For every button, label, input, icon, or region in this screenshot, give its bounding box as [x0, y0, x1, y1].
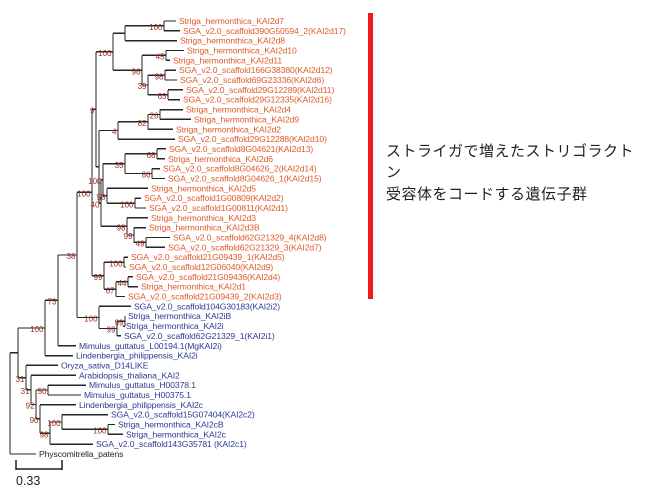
bootstrap-value: 100: [149, 23, 163, 32]
bootstrap-value: 100: [88, 177, 102, 186]
taxon-label: Lindenbergia_philippensis_KAI2c: [79, 400, 204, 410]
bootstrap-value: 82: [138, 119, 147, 128]
bootstrap-value: 73: [48, 298, 57, 307]
bootstrap-value: 40: [91, 200, 100, 209]
taxon-label: Lindenbergia_philippensis_KAI2i: [76, 351, 198, 361]
bootstrap-value: 9: [90, 106, 95, 115]
bootstrap-value: 100: [93, 427, 107, 436]
taxon-label: SGA_v2.0_scaffold21G09436(KAI2d4): [136, 272, 280, 282]
bootstrap-value: 92: [26, 402, 35, 411]
annotation-line-2: 受容体をコードする遺伝子群: [386, 185, 588, 203]
bootstrap-value: 100: [77, 190, 91, 199]
bootstrap-value: 90: [30, 416, 39, 425]
highlight-bar: [368, 13, 373, 299]
scale-bar-label: 0.33: [16, 474, 40, 488]
taxon-label: Oryza_sativa_D14LIKE: [61, 360, 149, 370]
bootstrap-value: 44: [118, 279, 127, 288]
taxon-label: Arabidopsis_thaliana_KAI2: [79, 370, 180, 380]
taxon-label: SGA_v2.0_scaffold21G09439_1(KAI2d5): [131, 252, 285, 262]
bootstrap-value: 100: [120, 200, 134, 209]
bootstrap-value: 100: [47, 419, 61, 428]
taxon-label: SGA_v2.0_scaffold8G04626_2(KAI2d14): [163, 164, 317, 174]
bootstrap-value: 99: [124, 232, 133, 241]
taxon-label: Striga_hermonthica_KAI2d4: [186, 105, 291, 115]
taxon-label: SGA_v2.0_scaffold62G21329_4(KAI2d8): [173, 233, 327, 243]
taxon-label: Striga_hermonthica_KAI2cB: [118, 419, 224, 429]
bootstrap-value: 50: [38, 387, 47, 396]
taxon-label: SGA_v2.0_scaffold104G30183(KAI2i2): [134, 301, 280, 311]
taxon-label: SGA_v2.0_scaffold1G00809(KAI2d2): [144, 193, 284, 203]
taxon-label: SGA_v2.0_scaffold1G00811(KAI2d1): [149, 203, 288, 213]
taxon-label: Striga_hermonthica_KAI2d2: [176, 124, 281, 134]
bootstrap-value: 35: [115, 161, 124, 170]
bootstrap-value: 96: [132, 67, 141, 76]
bootstrap-value: 99: [115, 318, 124, 327]
taxon-label: SGA_v2.0_scaffold62G21329_3(KAI2d7): [168, 242, 322, 252]
taxon-label: Mimulus_guttatus_H00375.1: [84, 390, 191, 400]
taxon-label: SGA_v2.0_scaffold21G09439_2(KAI2d3): [128, 292, 282, 302]
taxon-label: SGA_v2.0_scaffold143G35781 (KAI2c1): [96, 439, 247, 449]
taxon-label: SGA_v2.0_scaffold62G21329_1(KAI2i1): [124, 331, 275, 341]
bootstrap-value: 63: [158, 92, 167, 101]
taxon-label: SGA_v2.0_scaffold166G38380(KAI2d12): [179, 65, 333, 75]
scale-bar: 0.33: [15, 460, 63, 488]
bootstrap-value: 38: [67, 252, 76, 261]
bootstrap-value: 100: [109, 259, 123, 268]
taxon-label: Striga_hermonthica_KAI2d6: [168, 154, 273, 164]
bootstrap-value: 99: [107, 326, 116, 335]
bootstrap-value: 100: [84, 315, 98, 324]
taxon-label: Striga_hermonthica_KAI2d11: [173, 55, 282, 65]
bootstrap-value: 100: [30, 325, 44, 334]
bootstrap-value: 58: [97, 193, 106, 202]
taxon-label: Mimulus_guttatus_L00194.1(MgKAI2i): [79, 341, 222, 351]
taxon-label: SGA_v2.0_scaffold15G07404(KAI2c2): [111, 410, 255, 420]
taxon-label: SGA_v2.0_scaffold8G04626_1(KAI2d15): [168, 173, 322, 183]
taxon-label: Striga_hermonthica_KAI2c: [126, 429, 227, 439]
bootstrap-value: 100: [98, 49, 112, 58]
taxon-label: Physcomitrella_patens: [39, 449, 123, 459]
taxon-label: SGA_v2.0_scaffold12G06040(KAI2d9): [129, 262, 273, 272]
taxon-label: SGA_v2.0_scaffold69G23336(KAI2d6): [180, 75, 324, 85]
bootstrap-value: 68: [147, 151, 156, 160]
taxon-label: Striga_hermonthica_KAI2d10: [187, 46, 297, 56]
taxon-label: Striga_hermonthica_KAI2d3B: [149, 223, 260, 233]
bootstrap-value: 86: [142, 171, 151, 180]
bootstrap-value: 99: [94, 273, 103, 282]
taxon-label: Striga_hermonthica_KAI2d1: [141, 282, 246, 292]
taxon-label: SGA_v2.0_scaffold29G12335(KAI2d16): [183, 95, 332, 105]
bootstrap-value: 4: [112, 128, 117, 137]
taxon-label: Striga_hermonthica_KAI2d3: [151, 213, 256, 223]
bootstrap-value: 31: [16, 375, 25, 384]
bootstrap-value: 49: [136, 240, 145, 249]
taxon-label: Striga_hermonthica_KAI2d5: [151, 183, 256, 193]
taxon-label: SGA_v2.0_scaffold8G04621(KAI2d13): [169, 144, 313, 154]
taxon-label: Mimulus_guttatus_H00378.1: [89, 380, 196, 390]
annotation-line-1: ストライガで増えたストリゴラクトン: [386, 143, 635, 182]
bootstrap-value: 26: [150, 112, 159, 121]
annotation-text: ストライガで増えたストリゴラクトン 受容体をコードする遺伝子群: [386, 141, 648, 205]
bootstrap-value: 98: [155, 72, 164, 81]
taxon-label: Striga_hermonthica_KAI2iB: [128, 311, 231, 321]
bootstrap-value: 98: [40, 430, 49, 439]
taxon-label: Striga_hermonthica_KAI2i: [126, 321, 224, 331]
taxon-label: SGA_v2.0_scaffold29G12289(KAI2d11): [186, 85, 334, 95]
taxon-label: SGA_v2.0_scaffold390G50594_2(KAI2d17): [183, 26, 346, 36]
taxon-label: Striga_hermonthica_KAI2d8: [180, 36, 285, 46]
bootstrap-value: 31: [21, 387, 30, 396]
taxon-label: SGA_v2.0_scaffold29G12288(KAI2d10): [178, 134, 327, 144]
bootstrap-value: 67: [106, 286, 115, 295]
bootstrap-value: 45: [156, 53, 165, 62]
taxon-label: Striga_hermonthica_KAI2d7: [179, 16, 284, 26]
taxon-label: Striga_hermonthica_KAI2d9: [194, 114, 299, 124]
bootstrap-value: 39: [138, 82, 147, 91]
bootstrap-value: 98: [117, 224, 126, 233]
